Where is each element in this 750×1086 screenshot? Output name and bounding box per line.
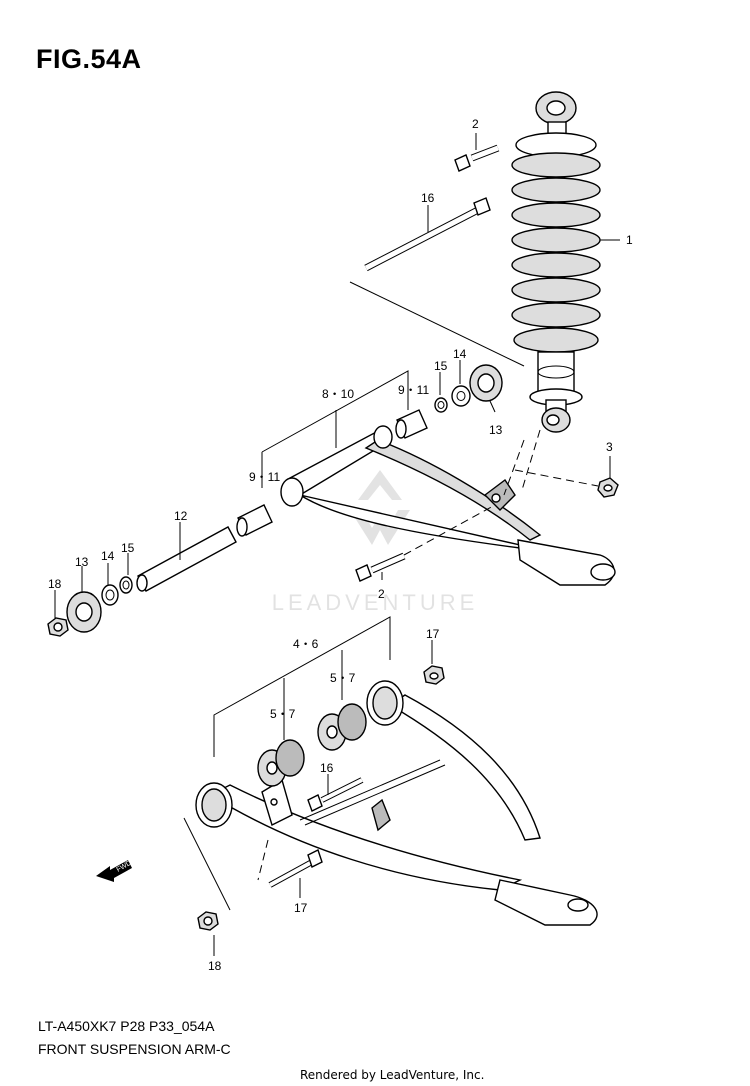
callout-14: 14: [453, 347, 467, 361]
nut-17-upper: [423, 665, 445, 685]
callout-16: 16: [320, 761, 334, 775]
bushing-9-11-upper: [395, 409, 428, 439]
callout-4-6: 4・6: [293, 637, 319, 651]
callout-9-11: 9・11: [249, 470, 280, 484]
callout-5-7: 5・7: [270, 707, 296, 721]
tube-12: [136, 526, 237, 592]
shock-absorber: [511, 91, 601, 433]
bolt-16-long: [364, 197, 491, 272]
callout-13: 13: [489, 423, 503, 437]
callout-18: 18: [48, 577, 62, 591]
watermark-text: LEADVENTURE: [272, 590, 479, 615]
bushing-set-upper-right: [434, 364, 503, 413]
nut-18-lower: [197, 911, 219, 931]
rubber-bushing-5-7-left: [257, 739, 305, 787]
callout-13: 13: [75, 555, 89, 569]
nut-3: [597, 477, 619, 498]
leader-line: [349, 281, 525, 367]
callout-2: 2: [472, 117, 479, 131]
footer-credit: Rendered by LeadVenture, Inc.: [300, 1068, 485, 1082]
upper-a-arm: [280, 425, 616, 586]
callout-17: 17: [426, 627, 440, 641]
callout-labels: 1 2 2 3 4・6 5・7 5・7 8・10 9・11 9・11 12 13…: [48, 117, 633, 973]
callout-15: 15: [121, 541, 135, 555]
fwd-arrow-icon: FWD: [96, 860, 133, 882]
callout-2: 2: [378, 587, 385, 601]
align-line: [403, 504, 496, 556]
rubber-bushing-5-7-right: [317, 703, 367, 751]
callout-14: 14: [101, 549, 115, 563]
bolt-2-top: [454, 144, 500, 172]
callout-12: 12: [174, 509, 188, 523]
lower-a-arm: [195, 680, 598, 926]
coil-spring: [511, 152, 601, 353]
callout-8-10: 8・10: [322, 387, 354, 401]
bolt-16-lower: [307, 777, 364, 812]
callout-16: 16: [421, 191, 435, 205]
callout-15: 15: [434, 359, 448, 373]
bolt-17-lower: [268, 849, 323, 888]
callout-9-11: 9・11: [398, 383, 429, 397]
callout-1: 1: [626, 233, 633, 247]
callout-17: 17: [294, 901, 308, 915]
bushing-set-left: [66, 576, 133, 633]
align-line: [503, 439, 525, 496]
callout-5-7: 5・7: [330, 671, 356, 685]
callout-leaders: [54, 133, 620, 956]
align-line: [521, 429, 541, 491]
callout-3: 3: [606, 440, 613, 454]
nut-18-upper: [47, 617, 69, 637]
callout-18: 18: [208, 959, 222, 973]
part-code: LT-A450XK7 P28 P33_054A: [38, 1018, 215, 1034]
bushing-9-11-lower: [236, 504, 273, 537]
align-line: [514, 469, 599, 487]
bolt-2-mid: [355, 552, 406, 582]
part-description: FRONT SUSPENSION ARM-C: [38, 1041, 231, 1057]
figure-title: FIG.54A: [36, 44, 142, 74]
